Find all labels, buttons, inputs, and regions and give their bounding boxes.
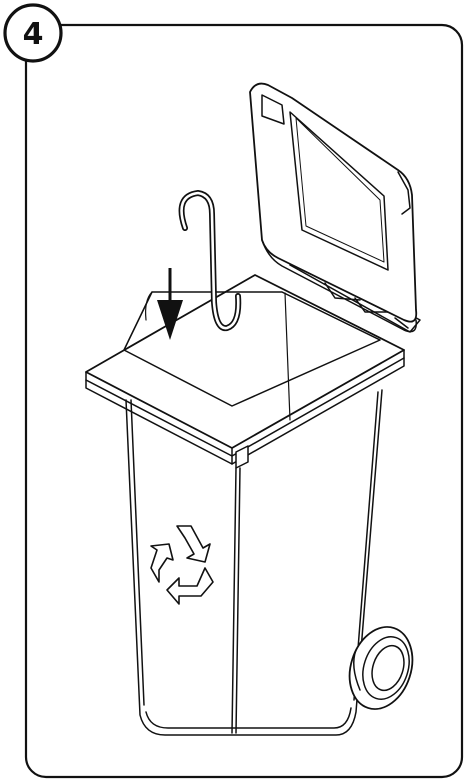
s-hook-inner [180,191,240,330]
bin-wheel [348,626,414,710]
step-badge: 4 [3,3,63,63]
bin-body [125,389,383,736]
arrow-down-icon [157,268,183,340]
wheelie-bin [85,82,421,736]
recycle-icon [150,525,214,605]
step-frame [24,23,464,779]
bin-lid [249,82,418,333]
step-number: 4 [23,17,44,52]
bin-interior [123,291,381,421]
